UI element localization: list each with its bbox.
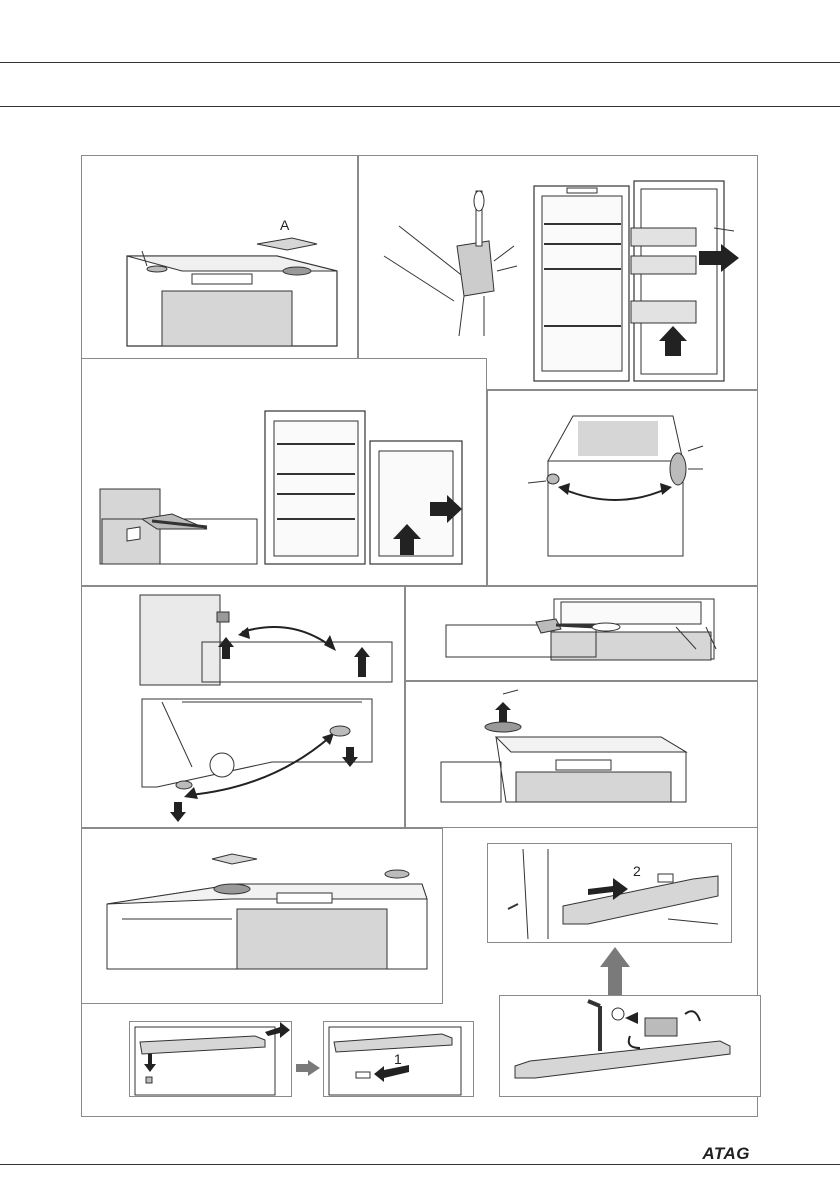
fridge-door-open-illustration: [82, 359, 488, 587]
panel-door-hinges: [81, 586, 405, 828]
callout-a: A: [82, 156, 359, 361]
handle-hex-key-illustration: [500, 996, 762, 1098]
panel-hinge-cover: A: [81, 155, 358, 360]
footer-rule: [0, 1164, 840, 1165]
svg-text:2: 2: [633, 863, 641, 879]
bottom-hinge-screwdriver-illustration: [406, 587, 759, 682]
header-rule-bottom: [0, 106, 840, 107]
panel-handle-step-1: 1: [323, 1021, 474, 1097]
panel-cover-refit: [81, 828, 443, 1004]
fridge-cover-refit-illustration: [406, 682, 759, 829]
right-arrow-icon: [296, 1060, 320, 1076]
step-2-label: 2: [488, 844, 733, 944]
panel-door-removal: [358, 155, 758, 390]
panel-handle-remove: [129, 1021, 292, 1097]
svg-text:1: 1: [394, 1051, 402, 1067]
panel-handle-assembly: [499, 995, 761, 1097]
panel-top-cover-refit: [405, 681, 758, 828]
open-fridge-illustration: [359, 156, 759, 391]
door-hinge-bottom-illustration: [82, 587, 406, 829]
panel-hinge-swap-top: [487, 390, 758, 586]
up-arrow-icon: [600, 945, 630, 995]
panel-door-swap: [81, 358, 487, 586]
panel-bottom-hinge: [405, 586, 758, 681]
panel-handle-step-2: 2: [487, 843, 732, 943]
top-hinge-swap-illustration: [488, 391, 759, 587]
header-rule-top: [0, 62, 840, 63]
step-1-label: 1: [324, 1022, 475, 1098]
atag-logo: ATAG: [702, 1144, 750, 1164]
fridge-refit-illustration: [82, 829, 444, 1005]
handle-remove-illustration: [130, 1022, 293, 1098]
svg-text:A: A: [280, 217, 290, 233]
